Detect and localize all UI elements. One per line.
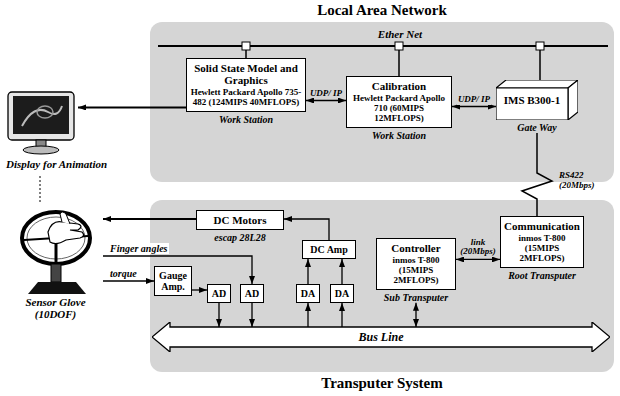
box-title: DC Motors xyxy=(200,214,280,226)
spec-text: inmos T-800 (15MIPS 2MFLOPS) xyxy=(380,256,452,286)
sensor-glove: Sensor Glove (10DOF) xyxy=(8,206,103,320)
connector-arrow xyxy=(341,303,342,327)
motor-box: DC Motors escap 28L28 xyxy=(196,210,284,243)
bus-tap xyxy=(395,42,403,50)
bus-stub xyxy=(398,46,400,76)
connector-arrow xyxy=(103,280,154,281)
bus-stub xyxy=(245,46,247,58)
caption-text: Work Station xyxy=(346,130,452,141)
edge-label: link (20Mbps) xyxy=(456,238,500,258)
amplifier-box: DC Amp xyxy=(302,240,356,259)
caption-text: Sub Transputer xyxy=(376,292,456,303)
connector-arrow xyxy=(522,133,552,216)
bus-tap xyxy=(242,42,250,50)
connector-arrow xyxy=(307,259,308,284)
edge-label: torque xyxy=(109,268,138,279)
connector-arrow xyxy=(415,303,416,327)
converter-box: AD xyxy=(240,284,264,303)
box-title: AD xyxy=(242,288,262,299)
converter-box: DA xyxy=(296,284,320,303)
box-title: AD xyxy=(209,288,229,299)
amplifier-box: Gauge Amp. xyxy=(154,266,192,296)
box-title: DC Amp xyxy=(304,244,354,255)
edge-label: RS422 (20Mbps) xyxy=(558,171,608,191)
box-title: Communication xyxy=(504,220,580,232)
transputer-box: Controller inmos T-800 (15MIPS 2MFLOPS) Su… xyxy=(376,238,456,303)
panel-heading: Transputer System xyxy=(150,375,614,392)
box-title: Controller xyxy=(380,242,452,254)
connector-arrow xyxy=(284,219,329,240)
figure-label: Display for Animation xyxy=(6,158,107,170)
caption-text: escap 28L28 xyxy=(196,232,284,243)
box-title: DA xyxy=(332,288,352,299)
connector-arrow xyxy=(251,303,252,327)
figure-label: Sensor Glove (10DOF) xyxy=(8,296,103,320)
transputer-panel: Transputer SystemDC Motorsescap 28L28DC … xyxy=(150,200,614,372)
box-title: Gauge Amp. xyxy=(156,270,190,292)
spec-text: Hewlett Packard Apollo 735-482 (124MIPS … xyxy=(190,88,302,108)
workstation-box: Solid State Model and GraphicsHewlett Pa… xyxy=(186,58,306,125)
converter-box: DA xyxy=(330,284,354,303)
connector-arrow xyxy=(341,259,342,284)
edge-label: UDP/ IP xyxy=(457,95,491,105)
bus-stub xyxy=(539,46,541,80)
transputer-box: Communication inmos T-800 (15MIPS 2MFLOPS… xyxy=(500,216,584,281)
connector-arrow xyxy=(103,256,252,284)
display-monitor: Display for Animation xyxy=(6,90,78,156)
dotted-link xyxy=(40,176,41,204)
connector-arrow xyxy=(218,303,219,327)
connector-arrow xyxy=(456,259,500,260)
spec-text: Hewlett Packard Apollo 710 (60MIPS 12MFL… xyxy=(350,94,448,124)
connector-arrow xyxy=(192,289,207,290)
connector-arrow xyxy=(452,106,496,107)
bus-tap xyxy=(536,42,544,50)
converter-box: AD xyxy=(207,284,231,303)
gateway-box: IMS B300-1Gate Way xyxy=(496,80,578,133)
monitor-drawing xyxy=(8,92,74,154)
box-title: Calibration xyxy=(350,80,448,92)
network-label: Ether Net xyxy=(376,28,424,40)
workstation-box: CalibrationHewlett Packard Apollo 710 (6… xyxy=(346,76,452,141)
connector-arrow xyxy=(78,106,186,108)
ethernet-bus xyxy=(158,45,608,47)
connector-arrow xyxy=(306,100,346,101)
network-panel: Local Area NetworkSolid State Model and … xyxy=(150,22,614,182)
spec-text: inmos T-800 (15MIPS 2MFLOPS) xyxy=(504,234,580,264)
edge-label: UDP/ IP xyxy=(309,89,343,99)
caption-text: Work Station xyxy=(186,114,306,125)
box-title: DA xyxy=(298,288,318,299)
caption-text: Gate Way xyxy=(496,122,578,133)
panel-heading: Local Area Network xyxy=(150,2,614,19)
connector-arrow xyxy=(103,218,196,220)
edge-label: Finger angles xyxy=(109,243,169,254)
bus-label: Bus Line xyxy=(152,322,610,352)
box-title: IMS B300-1 xyxy=(496,94,568,106)
connector-arrow xyxy=(307,303,308,327)
box-title: Solid State Model and Graphics xyxy=(190,62,302,86)
bus-arrow: Bus Line xyxy=(152,322,610,352)
caption-text: Root Transputer xyxy=(500,270,584,281)
glove-drawing xyxy=(22,212,90,294)
